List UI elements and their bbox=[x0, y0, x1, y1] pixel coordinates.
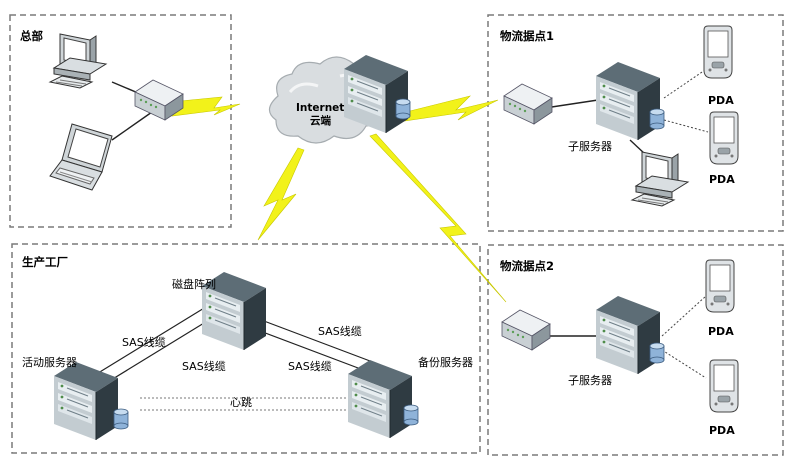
disk-array-label: 磁盘阵列 bbox=[172, 278, 216, 291]
site1-pda1-label: PDA bbox=[708, 94, 734, 107]
server-icon bbox=[347, 359, 413, 439]
region-title-factory: 生产工厂 bbox=[22, 255, 68, 269]
disk-icon bbox=[395, 98, 411, 120]
site2-pda1-label: PDA bbox=[708, 325, 734, 338]
server-icon bbox=[595, 295, 661, 375]
sas-cable-label-1: SAS线缆 bbox=[122, 336, 166, 349]
factory-region bbox=[11, 243, 481, 454]
pda-icon bbox=[709, 111, 739, 165]
disk-icon bbox=[649, 342, 665, 364]
cloud-label-cloud: 云端 bbox=[310, 115, 331, 127]
sas-cable-label-3: SAS线缆 bbox=[318, 325, 362, 338]
lightning-link-icon bbox=[169, 96, 241, 117]
pda-icon bbox=[709, 359, 739, 413]
router-icon bbox=[501, 309, 551, 351]
backup-server-label: 备份服务器 bbox=[418, 356, 473, 369]
router-icon bbox=[503, 83, 553, 125]
lightning-link-icon bbox=[257, 147, 305, 241]
heartbeat-label: 心跳 bbox=[230, 396, 252, 409]
site1-pda2-label: PDA bbox=[709, 173, 735, 186]
disk-icon bbox=[113, 408, 129, 430]
disk-icon bbox=[403, 404, 419, 426]
site1-region bbox=[487, 14, 784, 232]
disk-icon bbox=[649, 108, 665, 130]
site2-pda2-label: PDA bbox=[709, 424, 735, 437]
cloud-label-internet: Internet bbox=[296, 102, 345, 114]
pda-icon bbox=[703, 25, 733, 79]
site2-region bbox=[487, 244, 784, 456]
region-title-site1: 物流据点1 bbox=[500, 29, 555, 43]
sas-cable-label-2: SAS线缆 bbox=[182, 360, 226, 373]
sas-cable-label-4: SAS线缆 bbox=[288, 360, 332, 373]
server-icon bbox=[53, 361, 119, 441]
site2-server-label: 子服务器 bbox=[568, 374, 612, 387]
desktop-icon bbox=[49, 33, 107, 89]
server-icon bbox=[595, 61, 661, 141]
desktop-icon bbox=[631, 151, 689, 207]
pda-icon bbox=[705, 259, 735, 313]
laptop-icon bbox=[49, 123, 113, 191]
site1-server-label: 子服务器 bbox=[568, 140, 612, 153]
hq-region bbox=[9, 14, 232, 228]
region-title-hq: 总部 bbox=[20, 29, 43, 43]
region-title-site2: 物流据点2 bbox=[500, 259, 555, 273]
lightning-link-icon bbox=[369, 133, 507, 303]
active-server-label: 活动服务器 bbox=[22, 356, 77, 369]
